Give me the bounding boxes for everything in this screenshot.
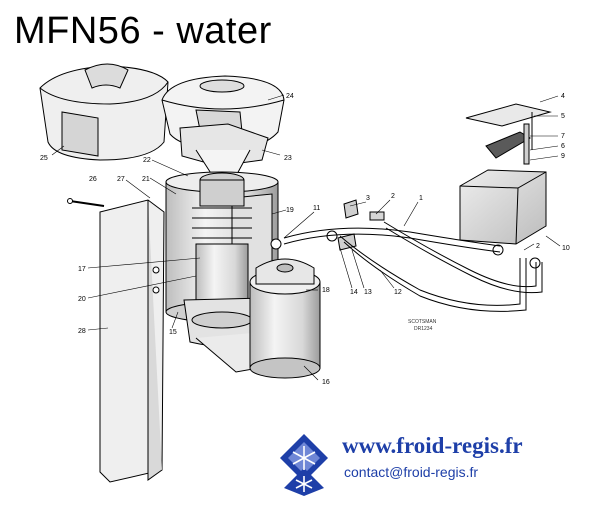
callout-22: 22 xyxy=(143,157,151,164)
callout-12: 12 xyxy=(394,289,402,296)
callout-labels: 4 5 7 6 9 2 10 1 2 3 11 12 13 14 19 18 1… xyxy=(40,93,570,386)
callout-13: 13 xyxy=(364,289,372,296)
part-spray-cover xyxy=(39,63,169,161)
diagram-title: MFN56 - water xyxy=(14,10,272,52)
contact-email-link[interactable]: contact@froid-regis.fr xyxy=(344,464,479,480)
callout-10: 10 xyxy=(562,245,570,252)
website-link[interactable]: www.froid-regis.fr xyxy=(342,433,523,458)
drawing-stamp: SCOTSMAN DR1234 xyxy=(408,319,437,332)
callout-28: 28 xyxy=(78,328,86,335)
part-reservoir-lid xyxy=(465,103,552,150)
callout-27: 27 xyxy=(117,176,125,183)
stamp-brand: SCOTSMAN xyxy=(408,319,437,325)
callout-26: 26 xyxy=(89,176,97,183)
callout-1: 1 xyxy=(419,195,423,202)
stamp-code: DR1234 xyxy=(414,326,433,332)
callout-21: 21 xyxy=(142,176,150,183)
callout-9: 9 xyxy=(561,153,565,160)
callout-18: 18 xyxy=(322,287,330,294)
callout-17: 17 xyxy=(78,266,86,273)
part-hoses xyxy=(283,221,543,312)
callout-25: 25 xyxy=(40,155,48,162)
callout-3: 3 xyxy=(366,195,370,202)
leader-lines xyxy=(51,94,561,381)
part-front-panel xyxy=(99,199,165,483)
snowflake-logo-icon xyxy=(280,434,328,496)
callout-23: 23 xyxy=(284,155,292,162)
callout-4: 4 xyxy=(561,93,565,100)
callout-2b: 2 xyxy=(536,243,540,250)
callout-16: 16 xyxy=(322,379,330,386)
callout-2: 2 xyxy=(391,193,395,200)
callout-14: 14 xyxy=(350,289,358,296)
part-gear-motor xyxy=(249,258,321,379)
callout-5: 5 xyxy=(561,113,565,120)
callout-11: 11 xyxy=(313,205,320,212)
part-float-switch xyxy=(485,123,531,165)
callout-24: 24 xyxy=(286,93,294,100)
callout-6: 6 xyxy=(561,143,565,150)
callout-20: 20 xyxy=(78,296,86,303)
callout-15: 15 xyxy=(169,329,177,336)
callout-19: 19 xyxy=(286,207,294,214)
part-screw xyxy=(69,200,105,207)
callout-7: 7 xyxy=(561,133,565,140)
part-auger-assembly xyxy=(192,172,252,303)
part-water-reservoir xyxy=(459,169,547,245)
